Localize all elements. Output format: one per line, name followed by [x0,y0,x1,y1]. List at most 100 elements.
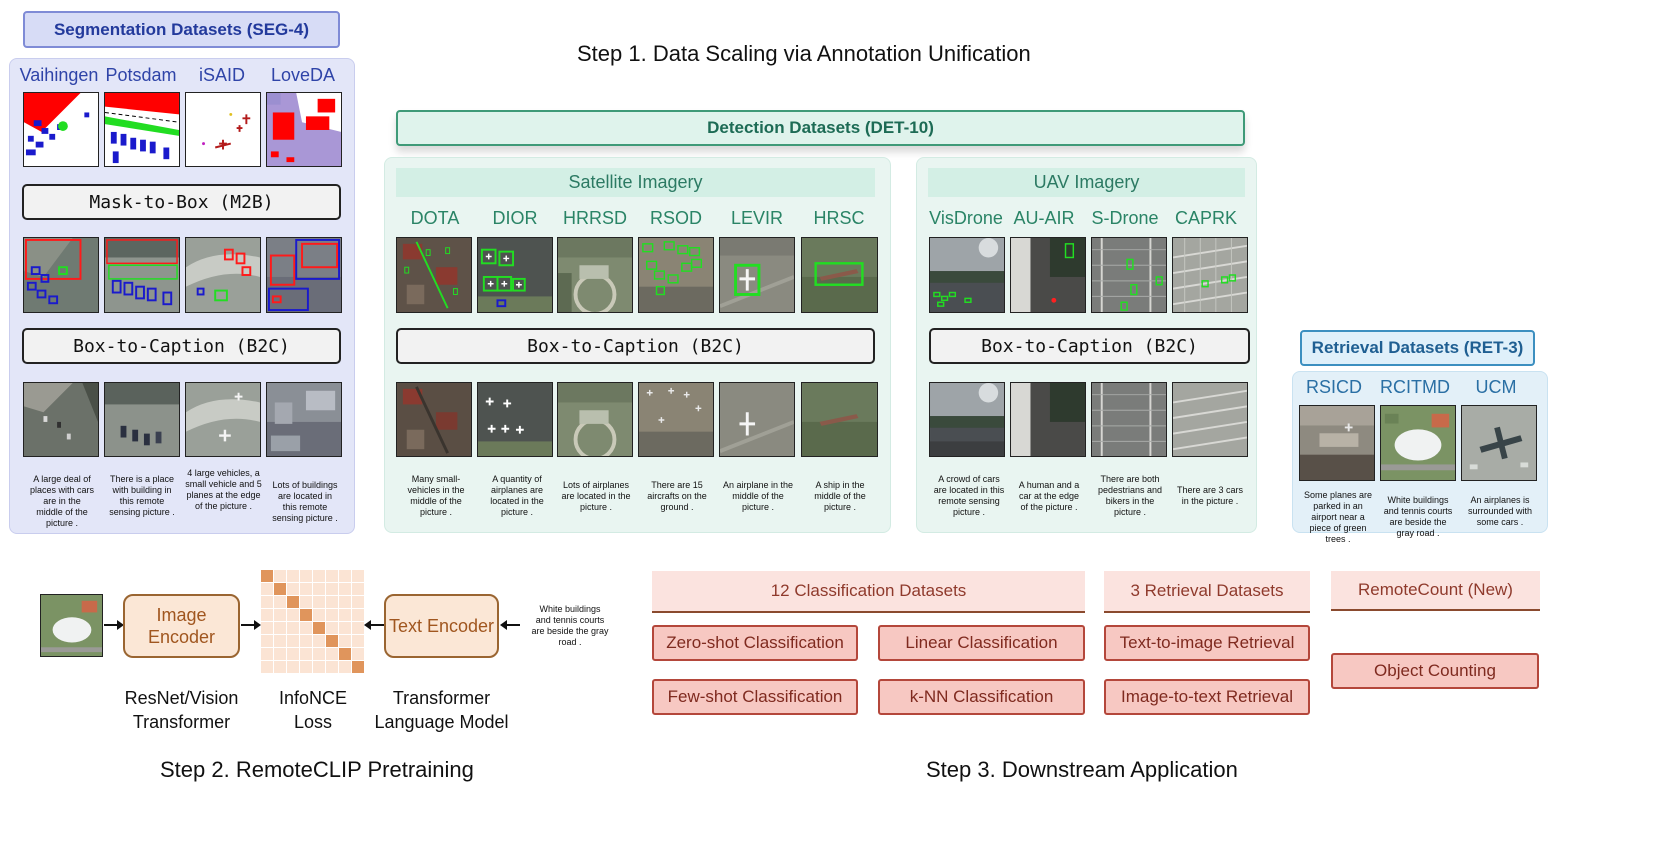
matrix-cell [274,609,286,621]
matrix-cell [352,622,364,634]
ret-photo-rcitmd [1380,405,1456,481]
satellite-imagery-label: Satellite Imagery [396,168,875,197]
classification-datasets-label: 12 Classification Datasets [652,571,1085,613]
matrix-cell [326,596,338,608]
seg-mask-vaihingen [23,92,99,167]
matrix-diagonal-cell [261,570,273,582]
dataset-name-rcitmd: RCITMD [1380,377,1450,397]
remotecount-label: RemoteCount (New) [1331,571,1540,611]
input-image-thumbnail [40,594,103,657]
step2-title: Step 2. RemoteCLIP Pretraining [160,757,474,782]
matrix-cell [339,635,351,647]
matrix-diagonal-cell [274,583,286,595]
box-to-caption-step-uav: Box-to-Caption (B2C) [929,328,1250,364]
zero-shot-classification-task: Zero-shot Classification [652,625,858,661]
arrow-left-icon [500,620,520,630]
matrix-cell [339,570,351,582]
ret-photo-rsicd [1299,405,1375,481]
ret-photo-ucm [1461,405,1537,481]
matrix-cell [300,635,312,647]
infonce-loss-label: InfoNCE Loss [278,688,348,732]
uav-caption-s-drone: There are both pedestrians and bikers in… [1097,474,1163,517]
uav-photo-s-drone [1091,382,1167,457]
matrix-cell [274,596,286,608]
retrieval-datasets-label: 3 Retrieval Datasets [1104,571,1310,613]
matrix-cell [313,570,325,582]
text-encoder: Text Encoder [384,594,499,658]
matrix-cell [287,661,299,673]
dataset-name-potsdam: Potsdam [105,65,177,85]
uav-box-visdrone [929,237,1005,313]
dataset-name-ucm: UCM [1475,377,1517,397]
det-box-hrsc [801,237,878,313]
matrix-cell [300,648,312,660]
uav-photo-caprk [1172,382,1248,457]
matrix-cell [326,661,338,673]
matrix-cell [313,609,325,621]
matrix-cell [274,570,286,582]
matrix-cell [339,583,351,595]
seg-box-loveda [266,237,342,313]
matrix-cell [261,583,273,595]
det-caption-hrsc: A ship in the middle of the picture . [814,480,866,512]
seg-photo-isaid [185,382,261,457]
text-encoder-subtitle: Transformer Language Model [374,688,509,732]
matrix-cell [274,648,286,660]
input-text-sample: White buildings and tennis courts are be… [531,604,609,647]
matrix-cell [287,570,299,582]
det-photo-hrrsd [557,382,633,457]
matrix-cell [313,661,325,673]
box-to-caption-step-satellite: Box-to-Caption (B2C) [396,328,875,364]
matrix-cell [287,648,299,660]
matrix-cell [352,583,364,595]
seg-box-vaihingen [23,237,99,313]
uav-caption-visdrone: A crowd of cars are located in this remo… [933,474,1005,517]
matrix-cell [326,622,338,634]
uav-box-au-air [1010,237,1086,313]
image-encoder-subtitle: ResNet/Vision Transformer [124,688,239,732]
ret-caption-ucm: An airplanes is surrounded with some car… [1467,495,1533,527]
uav-caption-caprk: There are 3 cars in the picture . [1176,485,1244,506]
matrix-cell [261,635,273,647]
matrix-cell [352,570,364,582]
matrix-cell [274,661,286,673]
seg-caption-vaihingen: A large deal of places with cars are in … [29,474,95,528]
dataset-name-loveda: LoveDA [270,65,336,85]
matrix-cell [261,648,273,660]
det-caption-dior: A quantity of airplanes are located in t… [490,474,544,517]
det-caption-levir: An airplane in the middle of the picture… [722,480,794,512]
matrix-cell [313,596,325,608]
matrix-cell [326,609,338,621]
arrow-left-icon [364,620,384,630]
uav-photo-au-air [1010,382,1086,457]
dataset-name-hrrsd: HRRSD [562,208,627,228]
matrix-cell [287,622,299,634]
matrix-cell [339,661,351,673]
image-encoder: Image Encoder [123,594,240,658]
seg-photo-vaihingen [23,382,99,457]
matrix-cell [261,609,273,621]
knn-classification-task: k-NN Classification [878,679,1085,715]
few-shot-classification-task: Few-shot Classification [652,679,858,715]
dataset-name-vaihingen: Vaihingen [19,65,99,85]
det-photo-dota [396,382,472,457]
object-counting-task: Object Counting [1331,653,1539,689]
arrow-right-icon [104,620,124,630]
seg-mask-isaid [185,92,261,167]
det-photo-levir [719,382,795,457]
detection-header: Detection Datasets (DET-10) [396,110,1245,146]
seg-caption-potsdam: There is a place with building in this r… [109,474,175,517]
dataset-name-isaid: iSAID [198,65,245,85]
dataset-name-hrsc: HRSC [813,208,865,228]
matrix-cell [352,648,364,660]
seg-photo-loveda [266,382,342,457]
matrix-cell [274,622,286,634]
dataset-name-rsod: RSOD [649,208,702,228]
det-box-hrrsd [557,237,633,313]
dataset-name-s-drone: S-Drone [1091,208,1159,228]
matrix-cell [313,583,325,595]
text-to-image-retrieval-task: Text-to-image Retrieval [1104,625,1310,661]
matrix-cell [326,648,338,660]
det-box-rsod [638,237,714,313]
matrix-cell [339,622,351,634]
